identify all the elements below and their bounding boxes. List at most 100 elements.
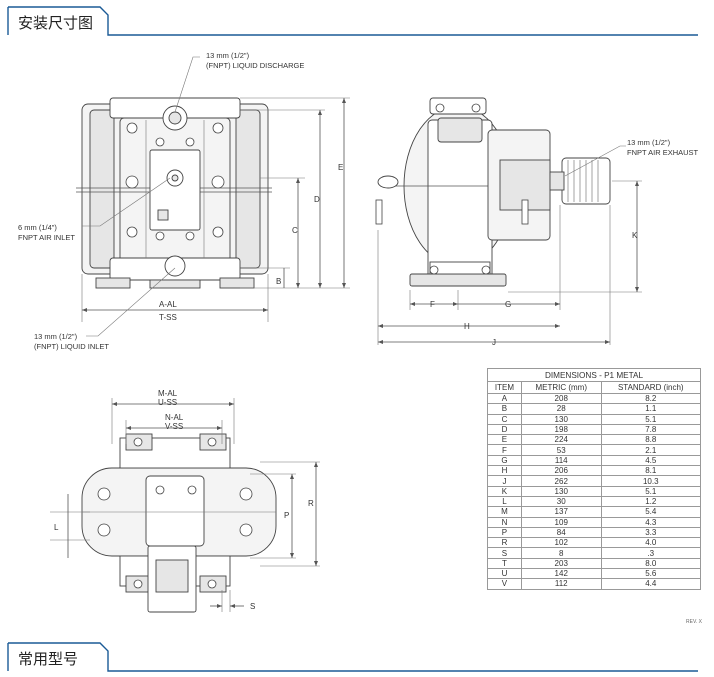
cell-item: T bbox=[487, 557, 522, 570]
dim-label-b: B bbox=[276, 277, 281, 286]
callout-liquid-inlet-label: (FNPT) LIQUID INLET bbox=[34, 342, 109, 351]
cell-metric: 84 bbox=[520, 526, 602, 539]
cell-standard: 4.4 bbox=[600, 578, 702, 590]
cell-item: U bbox=[487, 568, 522, 580]
dim-label-t-ss: T-SS bbox=[159, 313, 177, 322]
cell-standard: 5.1 bbox=[600, 413, 702, 425]
section-header-install: 安装尺寸图 bbox=[4, 6, 704, 38]
cell-item: C bbox=[487, 413, 522, 425]
dim-label-r: R bbox=[308, 499, 314, 508]
dimensions-table: DIMENSIONS - P1 METAL ITEM METRIC (mm) S… bbox=[487, 368, 702, 590]
cell-item: P bbox=[487, 526, 522, 539]
dim-label-a-al: A-AL bbox=[159, 300, 177, 309]
dim-label-v-ss: V-SS bbox=[165, 422, 183, 431]
cell-item: K bbox=[487, 485, 522, 497]
table-header-metric: METRIC (mm) bbox=[520, 381, 602, 394]
side-callouts: 13 mm (1/2") FNPT AIR EXHAUST bbox=[564, 138, 699, 177]
front-view bbox=[76, 97, 272, 289]
revision-label: REV. X bbox=[686, 619, 702, 625]
cell-item: F bbox=[487, 444, 522, 456]
dim-label-f: F bbox=[430, 300, 435, 309]
dim-label-k: K bbox=[632, 231, 638, 240]
cell-standard: 1.2 bbox=[600, 495, 702, 508]
cell-metric: 102 bbox=[520, 537, 602, 549]
cell-metric: 208 bbox=[520, 392, 602, 405]
cell-standard: 5.1 bbox=[600, 485, 702, 497]
dim-label-g: G bbox=[505, 300, 511, 309]
cell-metric: 142 bbox=[520, 568, 602, 580]
cell-item: D bbox=[487, 423, 522, 436]
dim-label-j: J bbox=[492, 338, 496, 347]
dim-label-e: E bbox=[338, 163, 343, 172]
cell-metric: 30 bbox=[520, 495, 602, 508]
dim-label-n-al: N-AL bbox=[165, 413, 184, 422]
side-base bbox=[409, 273, 507, 287]
dim-label-l: L bbox=[54, 523, 59, 532]
cell-metric: 130 bbox=[520, 485, 602, 497]
cell-standard: 4.5 bbox=[600, 454, 702, 467]
callout-exhaust-size: 13 mm (1/2") bbox=[627, 138, 671, 147]
dim-label-c: C bbox=[292, 226, 298, 235]
cell-metric: 109 bbox=[520, 516, 602, 528]
cell-standard: .3 bbox=[600, 547, 702, 559]
cell-item: L bbox=[487, 495, 522, 508]
callout-air-inlet-label: FNPT AIR INLET bbox=[18, 233, 75, 242]
cell-item: R bbox=[487, 537, 522, 549]
bottom-view bbox=[81, 433, 277, 613]
dim-label-m-al: M-AL bbox=[158, 389, 178, 398]
cell-item: E bbox=[487, 434, 522, 446]
cell-standard: 1.1 bbox=[600, 403, 702, 415]
cell-metric: 112 bbox=[520, 578, 602, 590]
section-header-frame bbox=[7, 6, 698, 36]
cell-standard: 3.3 bbox=[600, 526, 702, 539]
cell-metric: 203 bbox=[520, 557, 602, 570]
callout-liquid-inlet-size: 13 mm (1/2") bbox=[34, 332, 78, 341]
callout-discharge-label: (FNPT) LIQUID DISCHARGE bbox=[206, 61, 304, 70]
cell-item: A bbox=[487, 392, 522, 405]
cell-metric: 198 bbox=[520, 423, 602, 436]
cell-item: S bbox=[487, 547, 522, 559]
front-dimensions: A-AL T-SS B C D E bbox=[81, 97, 350, 322]
dim-label-d: D bbox=[314, 195, 320, 204]
cell-metric: 114 bbox=[520, 454, 602, 467]
cell-standard: 5.6 bbox=[600, 568, 702, 580]
cell-standard: 10.3 bbox=[600, 475, 702, 487]
cell-metric: 130 bbox=[520, 413, 602, 425]
section-header-frame bbox=[7, 642, 698, 672]
section-title-common: 常用型号 bbox=[18, 650, 79, 668]
cell-item: J bbox=[487, 475, 522, 487]
callout-discharge-size: 13 mm (1/2") bbox=[206, 51, 250, 60]
side-dimensions: F G H J K bbox=[377, 180, 642, 347]
cell-metric: 206 bbox=[520, 465, 602, 477]
dim-label-p: P bbox=[284, 511, 289, 520]
side-top-manifold bbox=[429, 97, 487, 115]
cell-item: H bbox=[487, 465, 522, 477]
cell-standard: 4.0 bbox=[600, 537, 702, 549]
dim-label-h: H bbox=[464, 322, 470, 331]
cell-metric: 28 bbox=[520, 403, 602, 415]
bottom-dimensions: M-AL U-SS N-AL V-SS L P R S bbox=[50, 389, 320, 612]
callout-exhaust-label: FNPT AIR EXHAUST bbox=[627, 148, 699, 157]
callout-air-inlet-size: 6 mm (1/4") bbox=[18, 223, 57, 232]
cell-item: G bbox=[487, 454, 522, 467]
cell-metric: 262 bbox=[520, 475, 602, 487]
cell-standard: 7.8 bbox=[600, 423, 702, 436]
